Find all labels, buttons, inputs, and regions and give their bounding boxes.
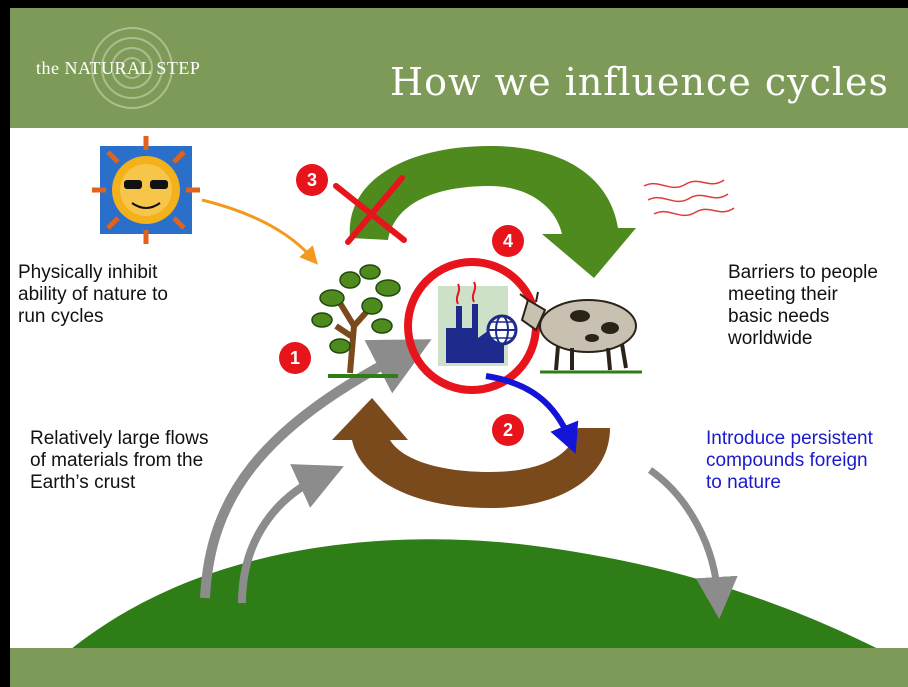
- label-physically-inhibit: Physically inhibit ability of nature to …: [18, 262, 168, 328]
- brown-cycle-arrow: [332, 398, 610, 508]
- label-barriers: Barriers to people meeting their basic n…: [728, 262, 878, 350]
- label-introduce-persistent: Introduce persistent compounds foreign t…: [706, 428, 873, 494]
- footer-band: [10, 648, 908, 687]
- label-line: Physically inhibit: [18, 262, 158, 283]
- badge-3: 3: [296, 164, 328, 196]
- label-line: basic needs: [728, 306, 830, 327]
- earth-hill: [58, 539, 900, 660]
- label-line: Barriers to people: [728, 262, 878, 283]
- cross-icon: [333, 175, 407, 245]
- label-line: Earth’s crust: [30, 472, 136, 493]
- badge-4: 4: [492, 225, 524, 257]
- label-line: Relatively large flows: [30, 428, 209, 449]
- globe-icon: [486, 314, 518, 346]
- svg-text:1: 1: [290, 348, 300, 368]
- logo-text: the NATURAL STEP: [36, 58, 201, 78]
- label-line: meeting their: [728, 284, 838, 305]
- svg-text:4: 4: [503, 231, 513, 251]
- badge-1: 1: [279, 342, 311, 374]
- cow-icon: [519, 291, 642, 374]
- page-title: How we influence cycles: [390, 60, 890, 104]
- label-line: compounds foreign: [706, 450, 868, 471]
- label-line: to nature: [706, 472, 781, 493]
- flow-arrow-left-large: [200, 339, 432, 599]
- svg-text:2: 2: [503, 420, 513, 440]
- svg-text:3: 3: [307, 170, 317, 190]
- green-cycle-arrow: [349, 146, 636, 278]
- label-line: run cycles: [18, 306, 104, 327]
- label-line: ability of nature to: [18, 284, 168, 305]
- label-line: worldwide: [728, 328, 813, 349]
- tree-icon: [311, 264, 401, 378]
- sun-icon: [92, 136, 200, 244]
- persistent-compounds-arrow: [485, 373, 579, 454]
- sunlight-arrow: [201, 198, 318, 265]
- label-line: Introduce persistent: [706, 428, 873, 449]
- flow-arrow-right: [647, 467, 738, 619]
- label-relatively-large-flows: Relatively large flows of materials from…: [30, 428, 208, 494]
- flow-arrow-left-small: [238, 464, 344, 604]
- header-band: the NATURAL STEP How we influence cycles: [10, 8, 908, 128]
- badge-2: 2: [492, 414, 524, 446]
- logo-rings-icon: [91, 27, 173, 109]
- heat-waves-icon: [643, 179, 735, 217]
- diagram-canvas: 1 2 3 4: [58, 136, 900, 660]
- label-line: of materials from the: [30, 450, 204, 471]
- slide: the NATURAL STEP How we influence cycles: [10, 8, 908, 687]
